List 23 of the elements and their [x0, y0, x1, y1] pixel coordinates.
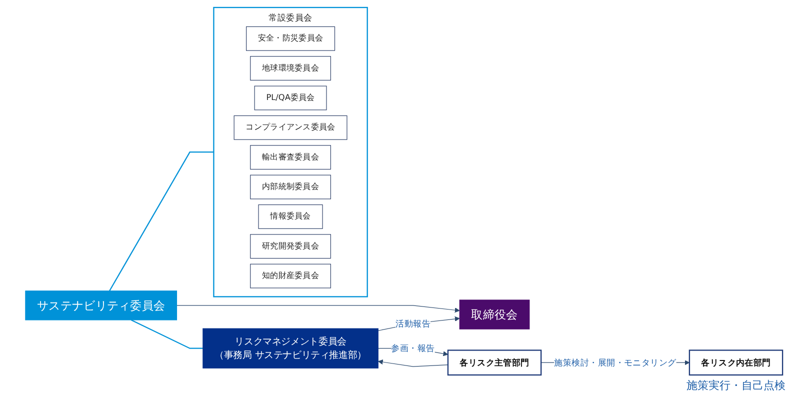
node-box: 研究開発委員会 [250, 234, 331, 259]
node-box: 輸出審査委員会 [250, 145, 331, 170]
node-box: 内部統制委員会 [250, 174, 331, 200]
connector [130, 319, 203, 349]
arrow [176, 305, 460, 313]
connector [109, 152, 214, 292]
arrow [378, 360, 448, 367]
node-box: 情報委員会 [258, 204, 323, 229]
node-box: 地球環境委員会 [250, 56, 331, 81]
node-box: 知的財産委員会 [250, 264, 331, 288]
node-box: PL/QA委員会 [254, 86, 327, 110]
node-box: 取締役会 [459, 300, 530, 330]
node-caption: 施策実行・自己点検 [686, 378, 786, 392]
node-box: サステナビリティ委員会 [25, 290, 178, 320]
node-box: コンプライアンス委員会 [234, 115, 348, 140]
node-box: 安全・防災委員会 [246, 26, 336, 51]
node-box: リスクマネジメント委員会 （事務局 サステナビリティ推進部） [202, 328, 378, 368]
edge-label: 活動報告 [396, 318, 431, 329]
node-box: 各リスク内在部門 [688, 350, 784, 376]
arrow [378, 316, 460, 331]
edge-label: 参画・報告 [391, 342, 435, 354]
edge-label: 施策検討・展開・モニタリング [554, 357, 676, 368]
node-box: 各リスク主管部門 [447, 350, 542, 376]
